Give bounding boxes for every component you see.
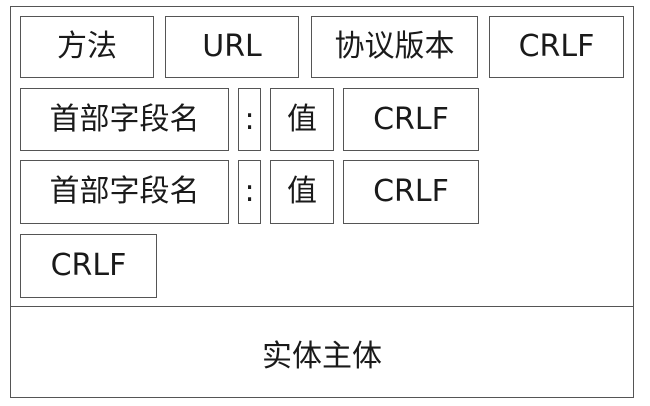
header-field-name-cell-2: 首部字段名 [20, 160, 229, 224]
request-line-crlf-cell: CRLF [489, 16, 624, 78]
header-body-divider [10, 306, 634, 307]
header-colon-cell-1: : [238, 88, 261, 151]
header-colon-cell-2: : [238, 160, 261, 224]
entity-body-label: 实体主体 [262, 338, 382, 374]
protocol-version-cell: 协议版本 [311, 16, 478, 78]
header-crlf-cell-1: CRLF [343, 88, 479, 151]
header-field-name-cell-1: 首部字段名 [20, 88, 229, 151]
header-crlf-cell-2: CRLF [343, 160, 479, 224]
header-value-cell-1: 值 [270, 88, 334, 151]
method-cell: 方法 [20, 16, 154, 78]
header-value-cell-2: 值 [270, 160, 334, 224]
url-cell: URL [165, 16, 299, 78]
blank-line-crlf-cell: CRLF [20, 234, 157, 298]
